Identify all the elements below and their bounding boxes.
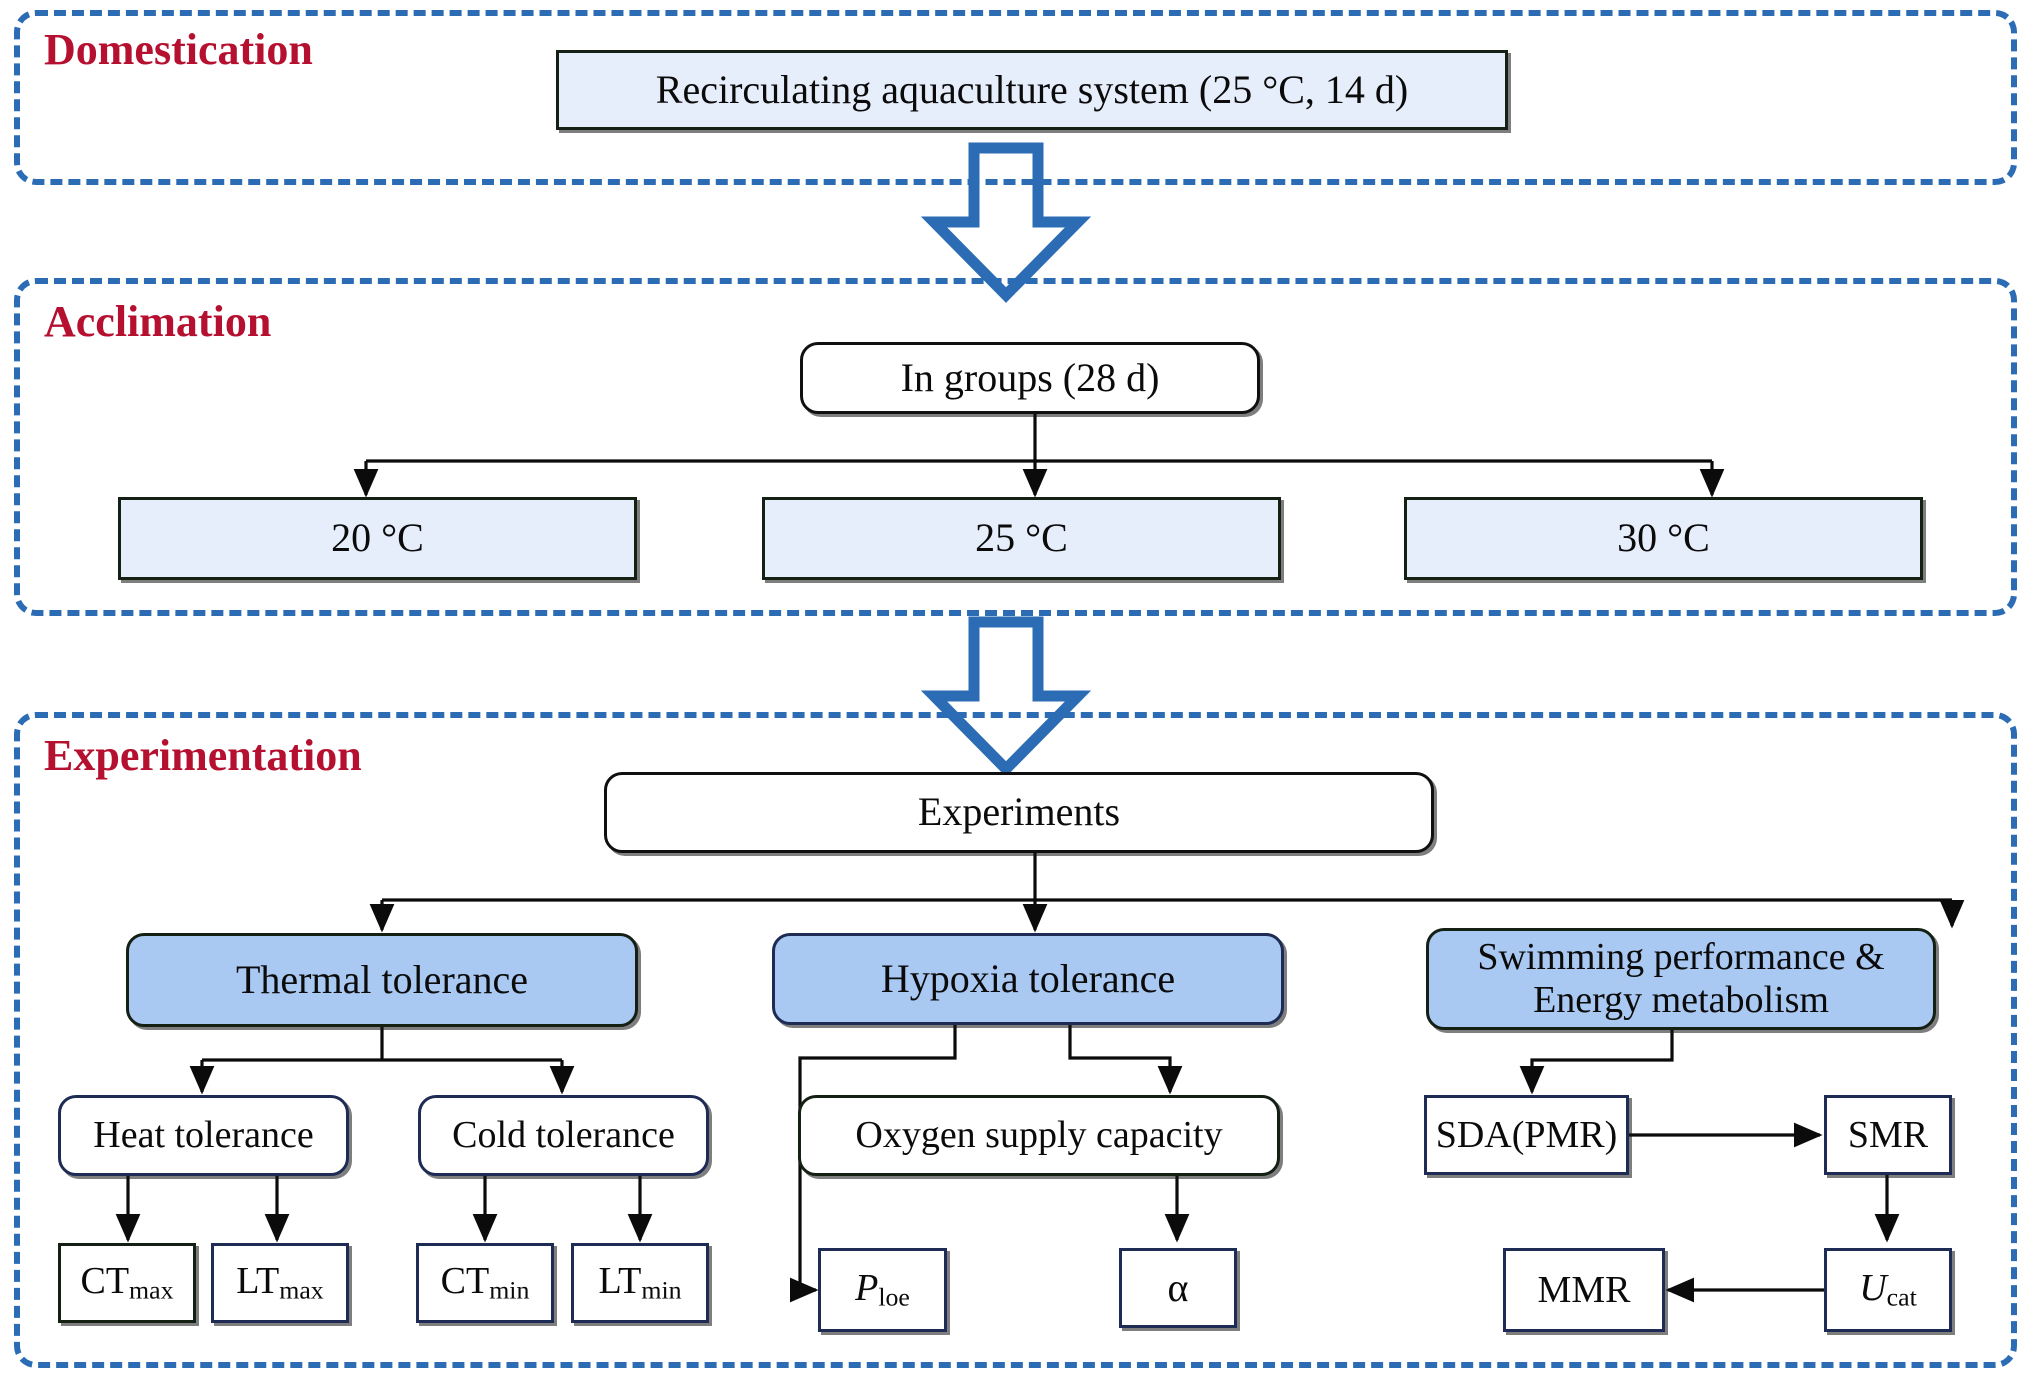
node-label: Cold tolerance [452,1114,675,1157]
node-ctmax[interactable]: CTmax [58,1243,196,1323]
node-label: MMR [1537,1268,1631,1311]
ltmin-sub: min [641,1275,682,1305]
node-label: Ploe [845,1267,920,1313]
node-label: 30 °C [1617,515,1710,561]
section-label-experimentation: Experimentation [44,731,362,780]
ltmin-base: LT [598,1260,642,1303]
node-label-line1: Swimming performance & [1477,936,1885,979]
ctmax-base: CT [80,1260,130,1303]
node-recirculating-aquaculture-system[interactable]: Recirculating aquaculture system (25 °C,… [556,50,1508,130]
edge-to-ploe [789,1025,957,1303]
node-alpha[interactable]: α [1119,1248,1237,1328]
node-thermal-tolerance[interactable]: Thermal tolerance [126,933,638,1027]
node-temperature-25c[interactable]: 25 °C [762,497,1281,580]
node-sda-pmr[interactable]: SDA(PMR) [1424,1095,1629,1175]
node-smr[interactable]: SMR [1824,1095,1952,1175]
node-label: α [1167,1264,1189,1310]
edge-to-oxygen [1068,1025,1183,1095]
node-label: Oxygen supply capacity [855,1114,1223,1157]
section-label-acclimation: Acclimation [44,297,272,346]
node-cold-tolerance[interactable]: Cold tolerance [418,1095,709,1176]
node-label: Heat tolerance [93,1114,314,1157]
node-ctmin[interactable]: CTmin [416,1243,554,1323]
node-experiments[interactable]: Experiments [604,772,1434,853]
node-label: Ucat [1849,1267,1927,1313]
node-label: LTmin [588,1260,691,1306]
node-label: SMR [1847,1113,1929,1156]
node-label: Recirculating aquaculture system (25 °C,… [655,66,1409,112]
node-ltmin[interactable]: LTmin [571,1243,709,1323]
node-label: LTmax [226,1260,333,1306]
node-label: 25 °C [975,515,1068,561]
ucat-base: U [1859,1267,1887,1310]
block-arrow-domestication-to-acclimation [920,142,1092,303]
node-heat-tolerance[interactable]: Heat tolerance [58,1095,349,1176]
node-label: In groups (28 d) [900,354,1160,400]
node-temperature-30c[interactable]: 30 °C [1404,497,1923,580]
ctmin-base: CT [440,1260,490,1303]
ltmax-base: LT [236,1260,280,1303]
ploe-sub: loe [878,1282,910,1312]
node-label: Hypoxia tolerance [880,955,1176,1001]
node-in-groups[interactable]: In groups (28 d) [800,342,1260,414]
node-label: SDA(PMR) [1435,1113,1618,1156]
node-label: Thermal tolerance [235,956,529,1002]
ucat-sub: cat [1886,1282,1917,1312]
node-swimming-performance-energy-metabolism[interactable]: Swimming performance & Energy metabolism [1426,928,1936,1030]
ploe-base: P [855,1267,879,1310]
node-hypoxia-tolerance[interactable]: Hypoxia tolerance [772,933,1284,1025]
node-label: Experiments [917,789,1121,835]
node-temperature-20c[interactable]: 20 °C [118,497,637,580]
edge-to-sda [1519,1030,1674,1095]
node-ucat[interactable]: Ucat [1824,1248,1952,1332]
ltmax-sub: max [279,1275,324,1305]
node-ltmax[interactable]: LTmax [211,1243,349,1323]
node-ploe[interactable]: Ploe [818,1248,947,1332]
section-label-domestication: Domestication [44,25,313,74]
block-arrow-acclimation-to-experimentation [920,616,1092,777]
node-label: CTmin [431,1260,540,1306]
node-oxygen-supply-capacity[interactable]: Oxygen supply capacity [798,1095,1280,1176]
node-label: 20 °C [331,515,424,561]
node-label: CTmax [70,1260,183,1306]
node-label-line2: Energy metabolism [1533,979,1829,1021]
ctmax-sub: max [129,1275,174,1305]
node-mmr[interactable]: MMR [1503,1248,1665,1332]
ctmin-sub: min [489,1275,530,1305]
